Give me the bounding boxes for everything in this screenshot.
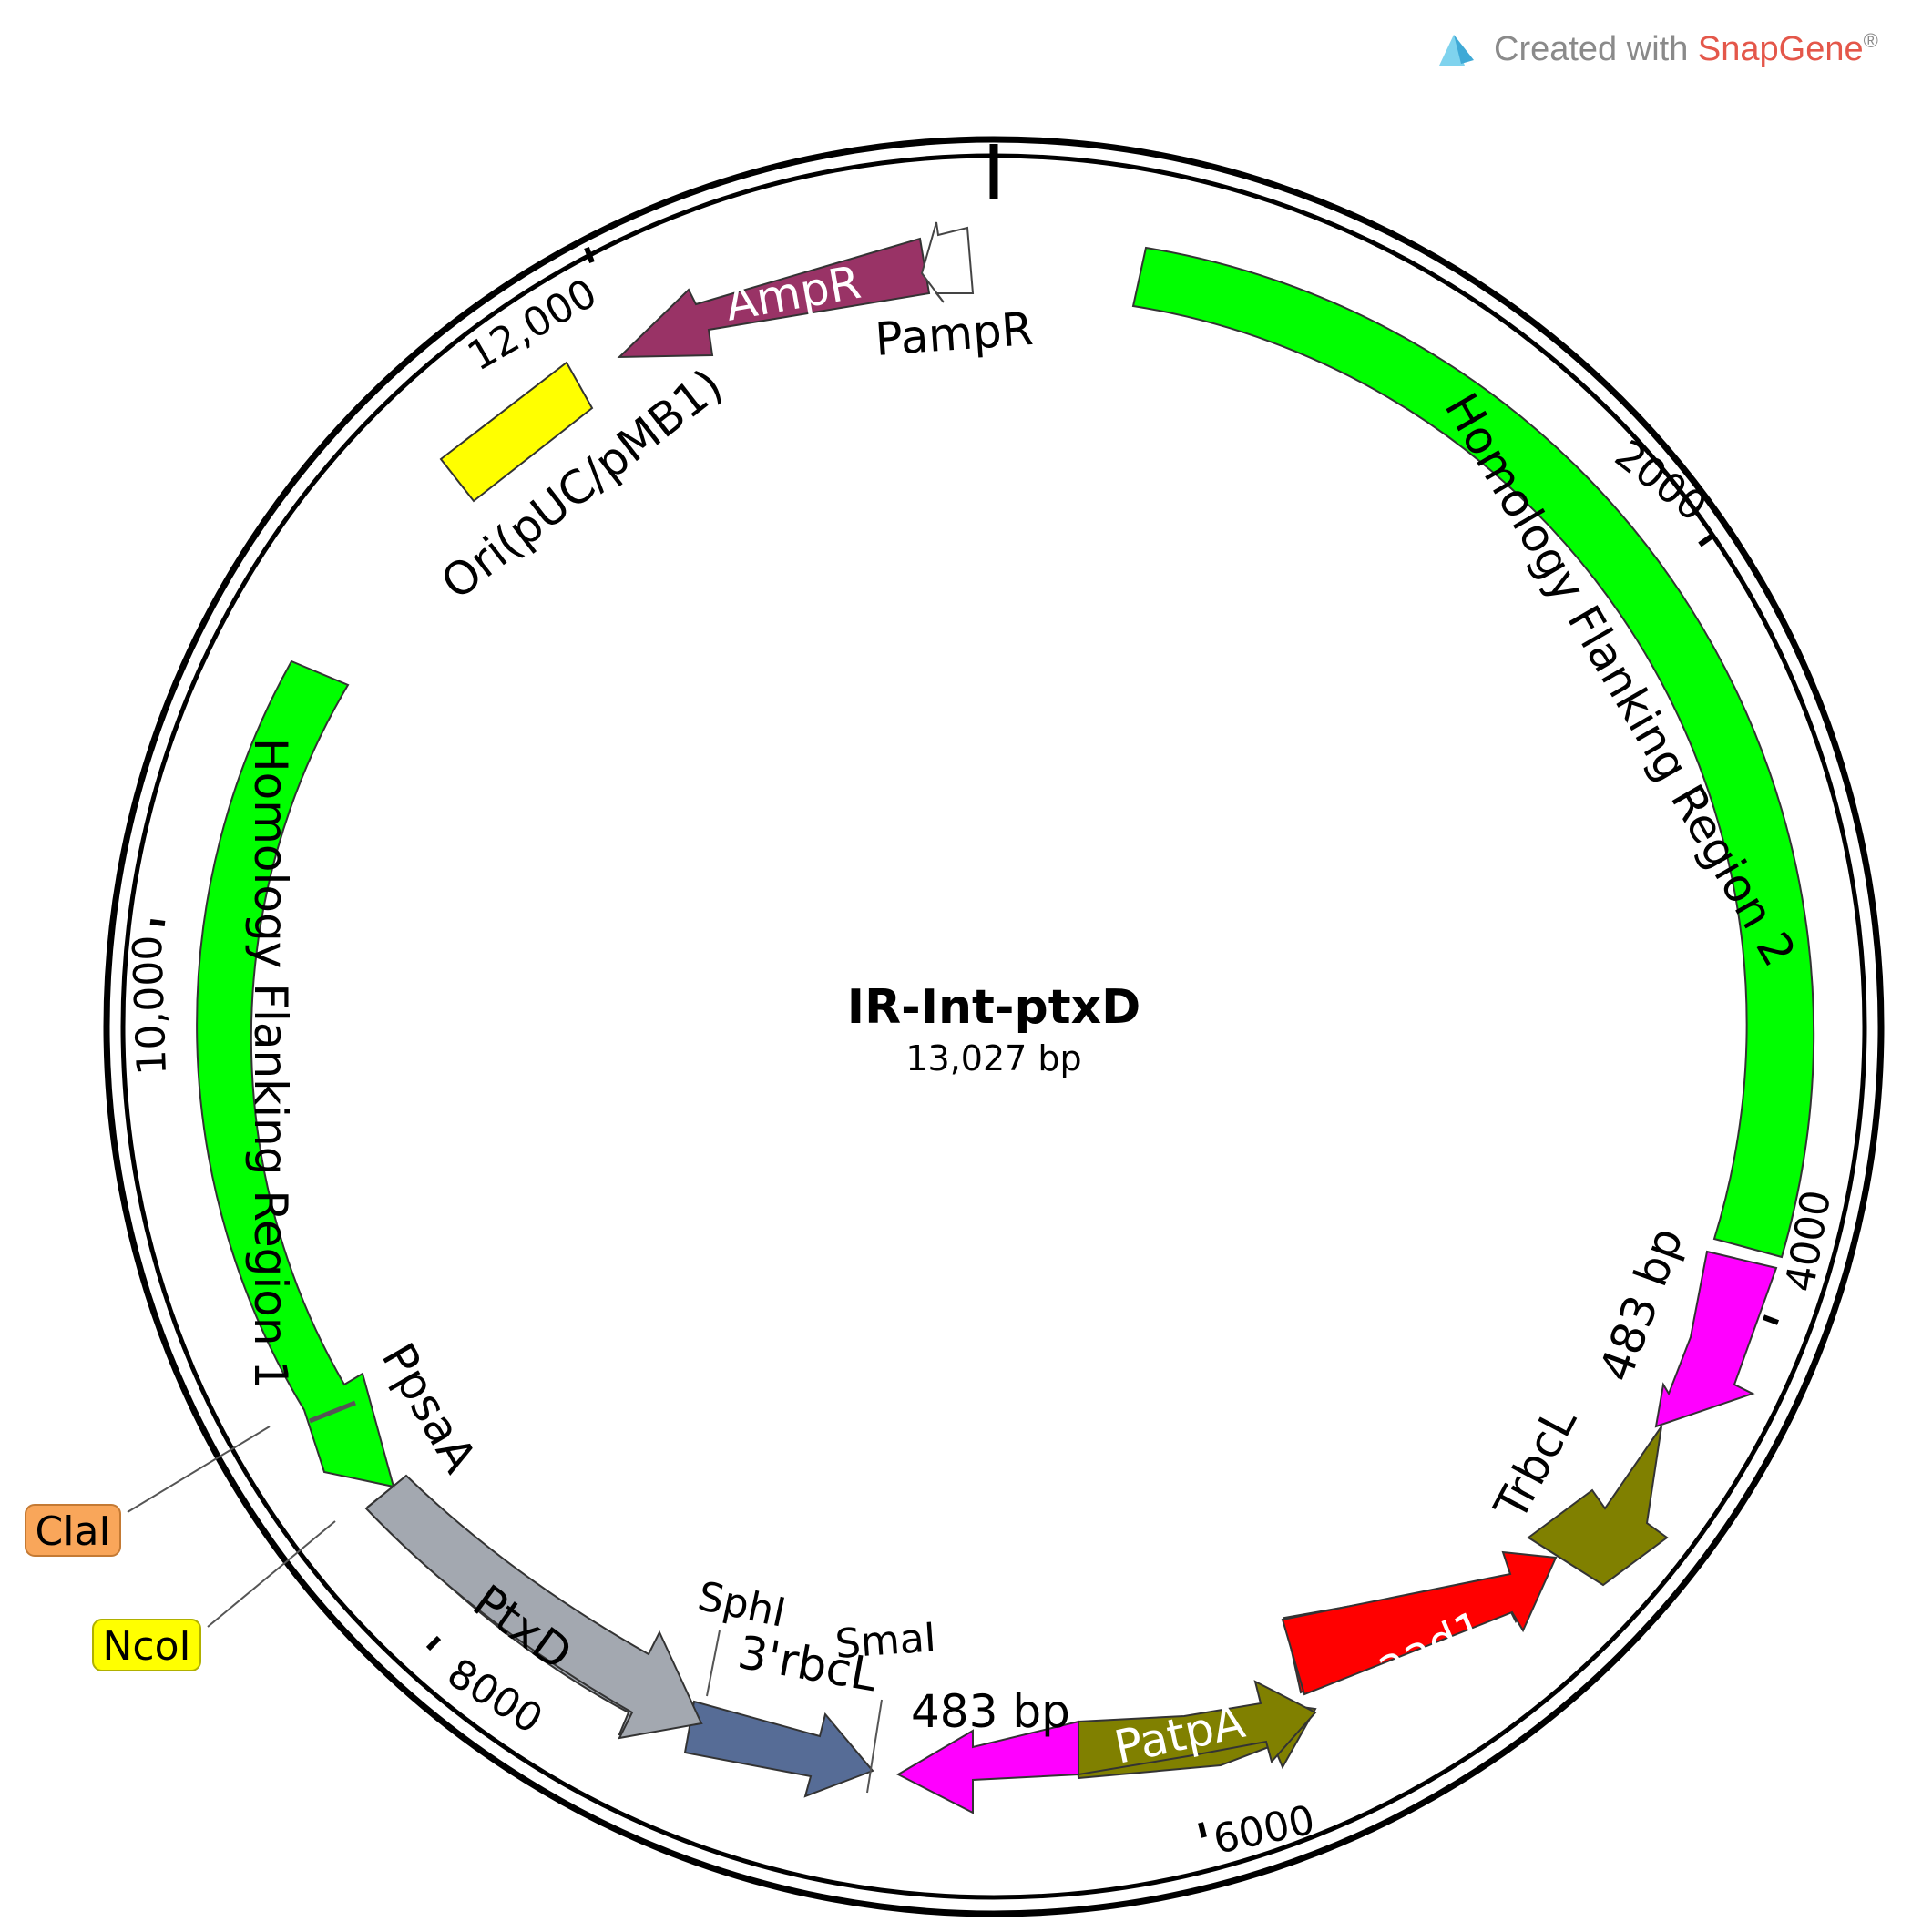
enzyme-ncoi[interactable]: NcoI <box>92 1520 336 1671</box>
hfr1-ppsaa-junction <box>309 1400 356 1424</box>
ncoi-box <box>92 1619 201 1671</box>
ampr-label: AmpR <box>721 256 864 332</box>
enzyme-smai[interactable]: SmaI <box>833 1614 937 1794</box>
smai-label: SmaI <box>833 1614 937 1668</box>
repeat-483bp-bottom-arrow[interactable] <box>895 1720 1079 1814</box>
trbcl-arrow[interactable] <box>1527 1426 1669 1587</box>
credit-prefix: Created with <box>1494 30 1698 68</box>
credit-mark: ® <box>1864 29 1878 52</box>
ncoi-label: NcoI <box>102 1623 190 1670</box>
hfr1-label: Homology Flanking Region 1 <box>244 738 297 1389</box>
tick-6000: 6000 <box>1210 1797 1319 1864</box>
tick-10000: 10,000 <box>125 935 176 1077</box>
aad1-arrow-body <box>1281 1550 1558 1696</box>
homology-flanking-region-2-arrow[interactable] <box>1131 246 1815 1259</box>
repeat-483bp-right-label: 483 bp <box>1590 1221 1693 1388</box>
repeat-483bp-bottom-label: 483 bp <box>911 1685 1070 1738</box>
enzyme-clai[interactable]: ClaI <box>25 1426 271 1557</box>
rbcl3-arrow[interactable] <box>683 1700 874 1798</box>
repeat-483bp-right-arrow[interactable] <box>1654 1250 1778 1428</box>
clai-label: ClaI <box>36 1508 111 1555</box>
clai-box <box>25 1504 121 1557</box>
plasmid-length: 13,027 bp <box>905 1038 1081 1078</box>
pampr-arrow[interactable] <box>920 221 975 303</box>
ptxd-arrow-body <box>364 1474 703 1740</box>
plasmid-name: IR-Int-ptxD <box>847 980 1141 1035</box>
tick-marks <box>149 246 1780 1838</box>
patpa-arrow-body <box>1078 1680 1317 1776</box>
ampr-arrow[interactable] <box>617 237 931 359</box>
snapgene-logo-icon <box>1439 35 1474 66</box>
homology-flanking-region-1-arrow[interactable] <box>196 659 395 1488</box>
credit: Created with SnapGene® <box>1439 29 1878 68</box>
credit-brand: SnapGene <box>1698 30 1864 68</box>
pampr-label: PampR <box>874 302 1035 366</box>
ori-box[interactable] <box>439 361 594 503</box>
ppsaa-label: PpsaA <box>372 1334 487 1481</box>
backbone <box>103 136 1885 1917</box>
svg-text:Created with SnapGene®: Created with SnapGene® <box>1494 29 1878 68</box>
sphi-label: SphI <box>694 1573 790 1637</box>
